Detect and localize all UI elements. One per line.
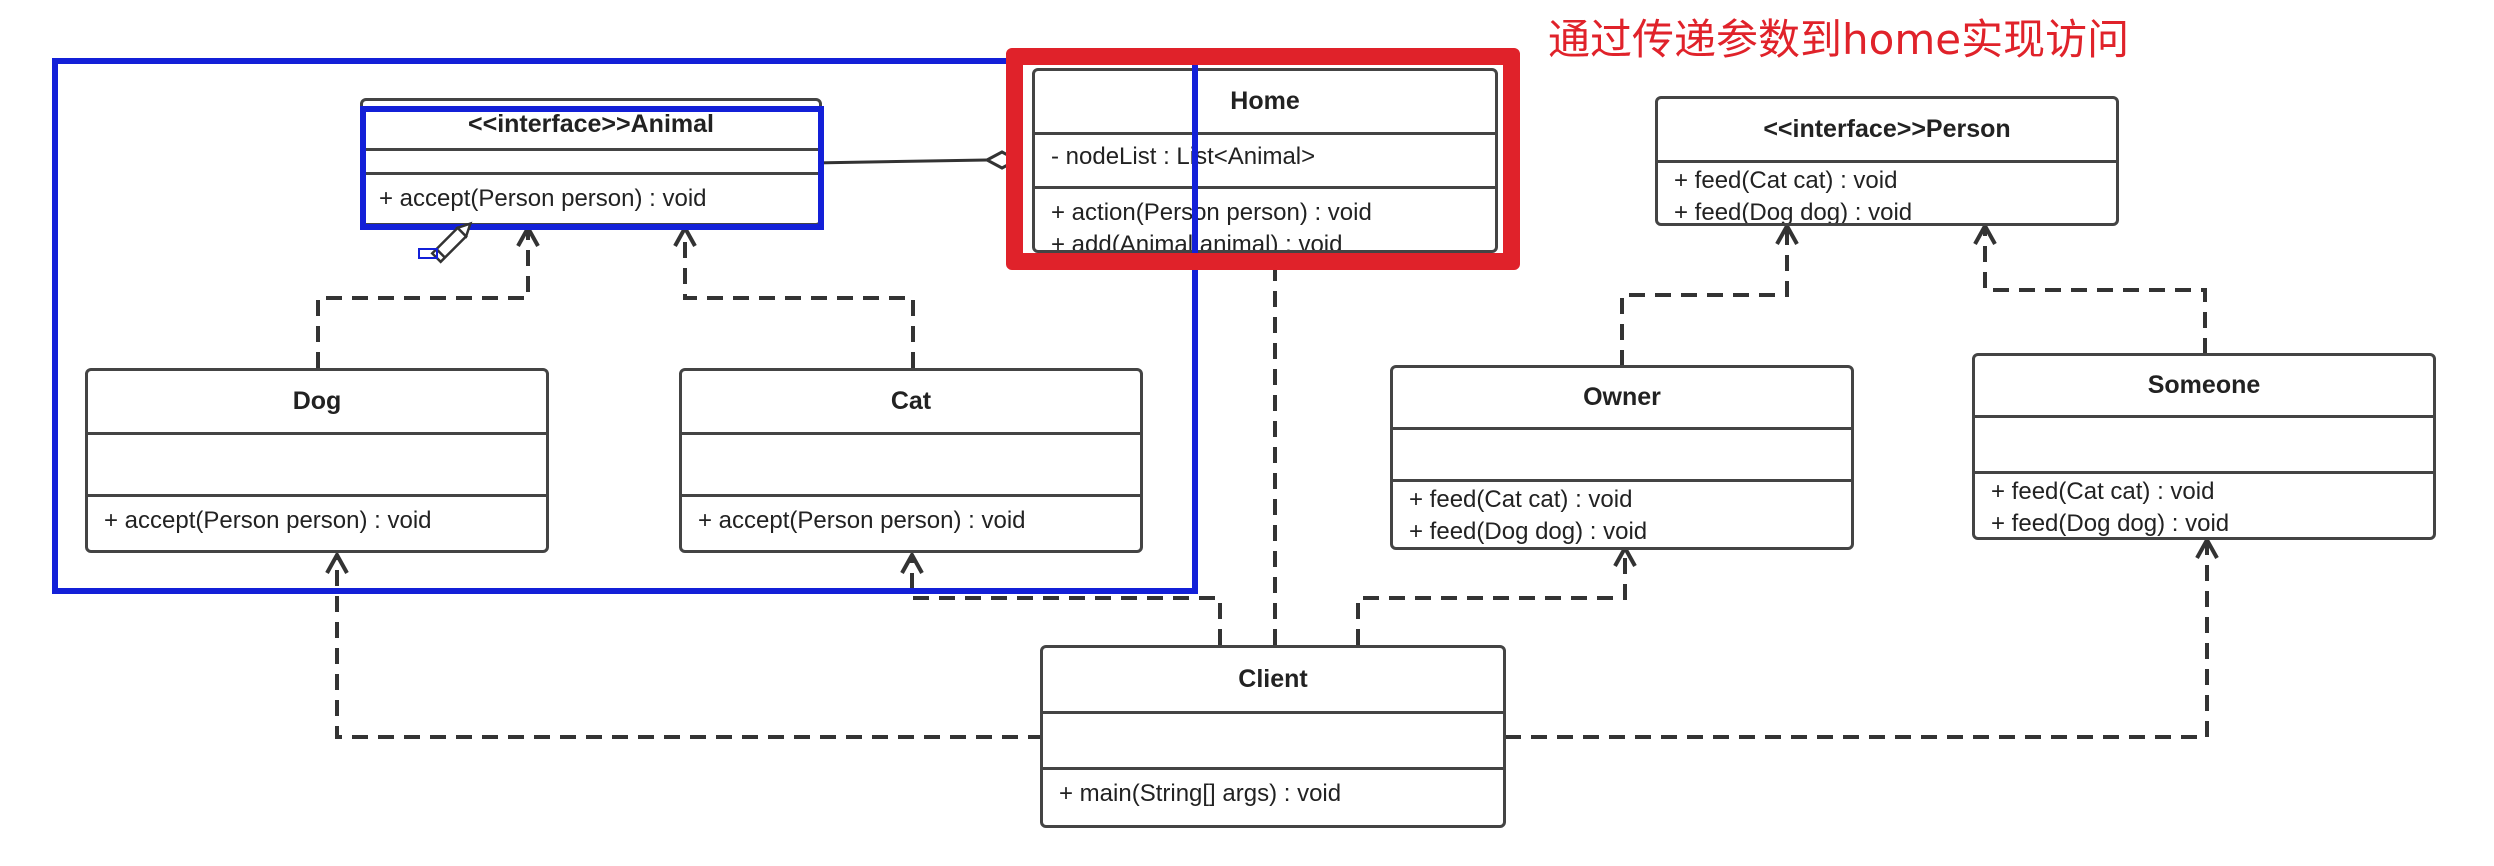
client-to-cat-connector <box>910 555 1222 645</box>
selection-handle-icon <box>418 248 438 259</box>
client-to-someone-connector <box>1505 540 2209 739</box>
client-op-main: + main(String[] args) : void <box>1059 780 1342 807</box>
home-class-box[interactable]: Home - nodeList : List<Animal> + action(… <box>1032 68 1498 253</box>
owner-op-feed-dog: + feed(Dog dog) : void <box>1409 518 1648 545</box>
home-animal-aggregation-line <box>811 158 988 165</box>
owner-title: Owner <box>1393 368 1851 430</box>
someone-title: Someone <box>1975 356 2433 418</box>
dog-title: Dog <box>88 371 546 435</box>
dog-class-box[interactable]: Dog + accept(Person person) : void <box>85 368 549 553</box>
red-highlight-home <box>1006 48 1520 270</box>
dog-attributes <box>88 435 546 497</box>
person-interface-box[interactable]: <<interface>>Person + feed(Cat cat) : vo… <box>1655 96 2119 226</box>
animal-op-accept: + accept(Person person) : void <box>379 185 707 212</box>
arrowhead-someone-person <box>1973 221 1997 245</box>
cat-op-accept: + accept(Person person) : void <box>698 507 1026 534</box>
arrowhead-client-someone <box>2195 535 2219 559</box>
person-operations: + feed(Cat cat) : void + feed(Dog dog) :… <box>1658 163 2116 226</box>
person-title: <<interface>>Person <box>1658 99 2116 163</box>
owner-op-feed-cat: + feed(Cat cat) : void <box>1409 486 1633 513</box>
blue-selection-outline-animal <box>360 106 824 230</box>
home-title: Home <box>1035 71 1495 135</box>
someone-op-feed-cat: + feed(Cat cat) : void <box>1991 478 2215 505</box>
owner-operations: + feed(Cat cat) : void + feed(Dog dog) :… <box>1393 482 1851 547</box>
someone-op-feed-dog: + feed(Dog dog) : void <box>1991 510 2230 537</box>
someone-class-box[interactable]: Someone + feed(Cat cat) : void + feed(Do… <box>1972 353 2436 540</box>
client-title: Client <box>1043 648 1503 714</box>
annotation-text: 通过传递参数到home实现访问 <box>1548 15 2130 64</box>
client-class-box[interactable]: Client + main(String[] args) : void <box>1040 645 1506 828</box>
arrowhead-owner-person <box>1775 221 1799 245</box>
person-op-feed-cat: + feed(Cat cat) : void <box>1674 167 1898 194</box>
home-attr-nodelist: - nodeList : List<Animal> <box>1051 143 1316 170</box>
owner-to-person-connector <box>1620 226 1789 366</box>
animal-interface-box[interactable]: <<interface>>Animal + accept(Person pers… <box>360 98 822 226</box>
dog-to-animal-connector <box>316 228 530 368</box>
client-operations: + main(String[] args) : void <box>1043 770 1503 818</box>
home-attributes: - nodeList : List<Animal> <box>1035 135 1495 189</box>
animal-title: <<interface>>Animal <box>363 101 819 151</box>
animal-operations: + accept(Person person) : void <box>363 175 819 223</box>
dog-operations: + accept(Person person) : void <box>88 497 546 545</box>
blue-selection-outline-large <box>52 58 1198 594</box>
arrowhead-client-dog <box>325 550 349 574</box>
cat-to-animal-connector <box>683 228 915 368</box>
arrowhead-client-cat <box>900 550 924 574</box>
someone-operations: + feed(Cat cat) : void + feed(Dog dog) :… <box>1975 474 2433 537</box>
client-to-dog-connector <box>335 555 1044 739</box>
home-op-action: + action(Person person) : void <box>1051 199 1372 226</box>
client-to-owner-connector <box>1356 548 1627 645</box>
owner-attributes <box>1393 430 1851 482</box>
someone-to-person-connector <box>1983 226 2207 354</box>
client-attributes <box>1043 714 1503 770</box>
animal-attributes <box>363 151 819 175</box>
cat-class-box[interactable]: Cat + accept(Person person) : void <box>679 368 1143 553</box>
dog-op-accept: + accept(Person person) : void <box>104 507 432 534</box>
cat-title: Cat <box>682 371 1140 435</box>
owner-class-box[interactable]: Owner + feed(Cat cat) : void + feed(Dog … <box>1390 365 1854 550</box>
someone-attributes <box>1975 418 2433 474</box>
cat-attributes <box>682 435 1140 497</box>
cat-operations: + accept(Person person) : void <box>682 497 1140 545</box>
person-op-feed-dog: + feed(Dog dog) : void <box>1674 199 1913 226</box>
pen-cursor-icon <box>430 221 473 264</box>
